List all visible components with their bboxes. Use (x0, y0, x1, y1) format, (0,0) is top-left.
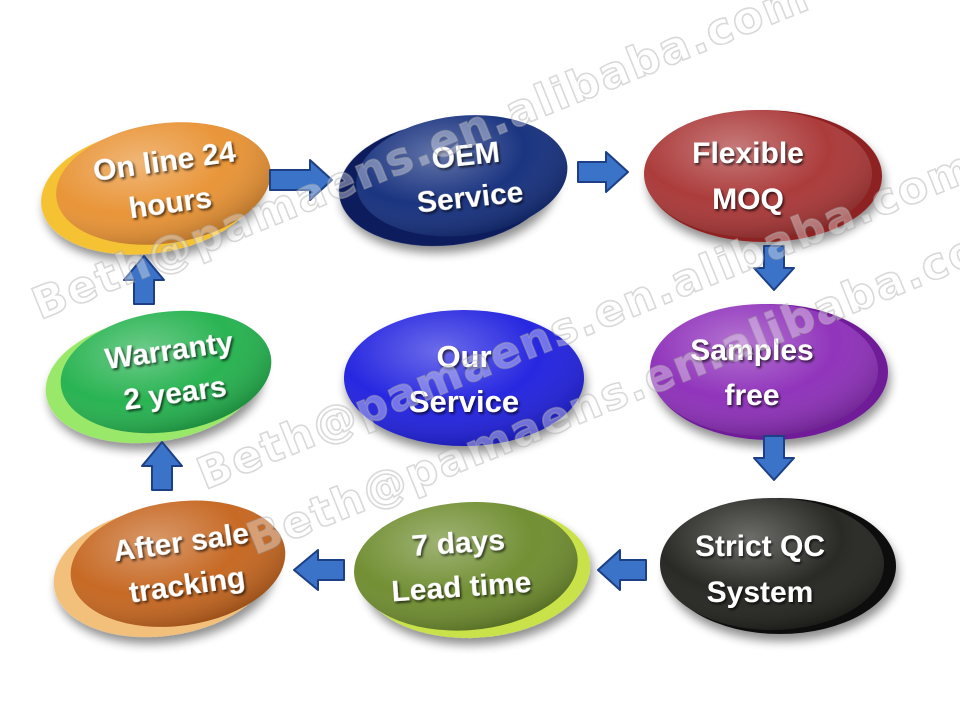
center-node: Our Service (344, 310, 584, 446)
node-label-line-1: Flexible (692, 137, 804, 170)
node-warranty-2-years: Warranty 2 years (45, 310, 272, 444)
node-label-line-2: System (707, 576, 814, 609)
flow-arrows (123, 151, 795, 591)
node-online-24-hours: On line 24 hours (41, 122, 271, 255)
node-after-sale-tracking: After sale tracking (53, 500, 286, 638)
arrow-right-icon (269, 159, 333, 201)
arrow-up-icon (141, 441, 183, 491)
node-label-line-2: free (724, 379, 779, 412)
arrow-left-icon (293, 549, 345, 591)
center-label-line-2: Service (409, 384, 519, 419)
node-label-line-1: Strict QC (695, 530, 825, 563)
arrow-down-icon (753, 435, 795, 481)
center-label-line-1: Our (436, 339, 491, 374)
node-label-line-1: Samples (690, 334, 813, 367)
arrow-down-icon (753, 245, 795, 291)
arrow-left-icon (597, 549, 647, 591)
node-flexible-moq: Flexible MOQ (644, 110, 882, 242)
node-label-line-2: MOQ (712, 183, 784, 216)
node-strict-qc-system: Strict QC System (660, 498, 896, 634)
node-samples-free: Samples free (650, 304, 888, 440)
node-7-days-lead-time: 7 days Lead time (354, 501, 591, 638)
node-label-line-1: 7 days (411, 524, 506, 563)
arrow-right-icon (577, 151, 629, 193)
node-oem-service: OEM Service (338, 115, 568, 247)
arrow-up-icon (123, 255, 165, 305)
node-label-line-1: OEM (430, 136, 501, 176)
